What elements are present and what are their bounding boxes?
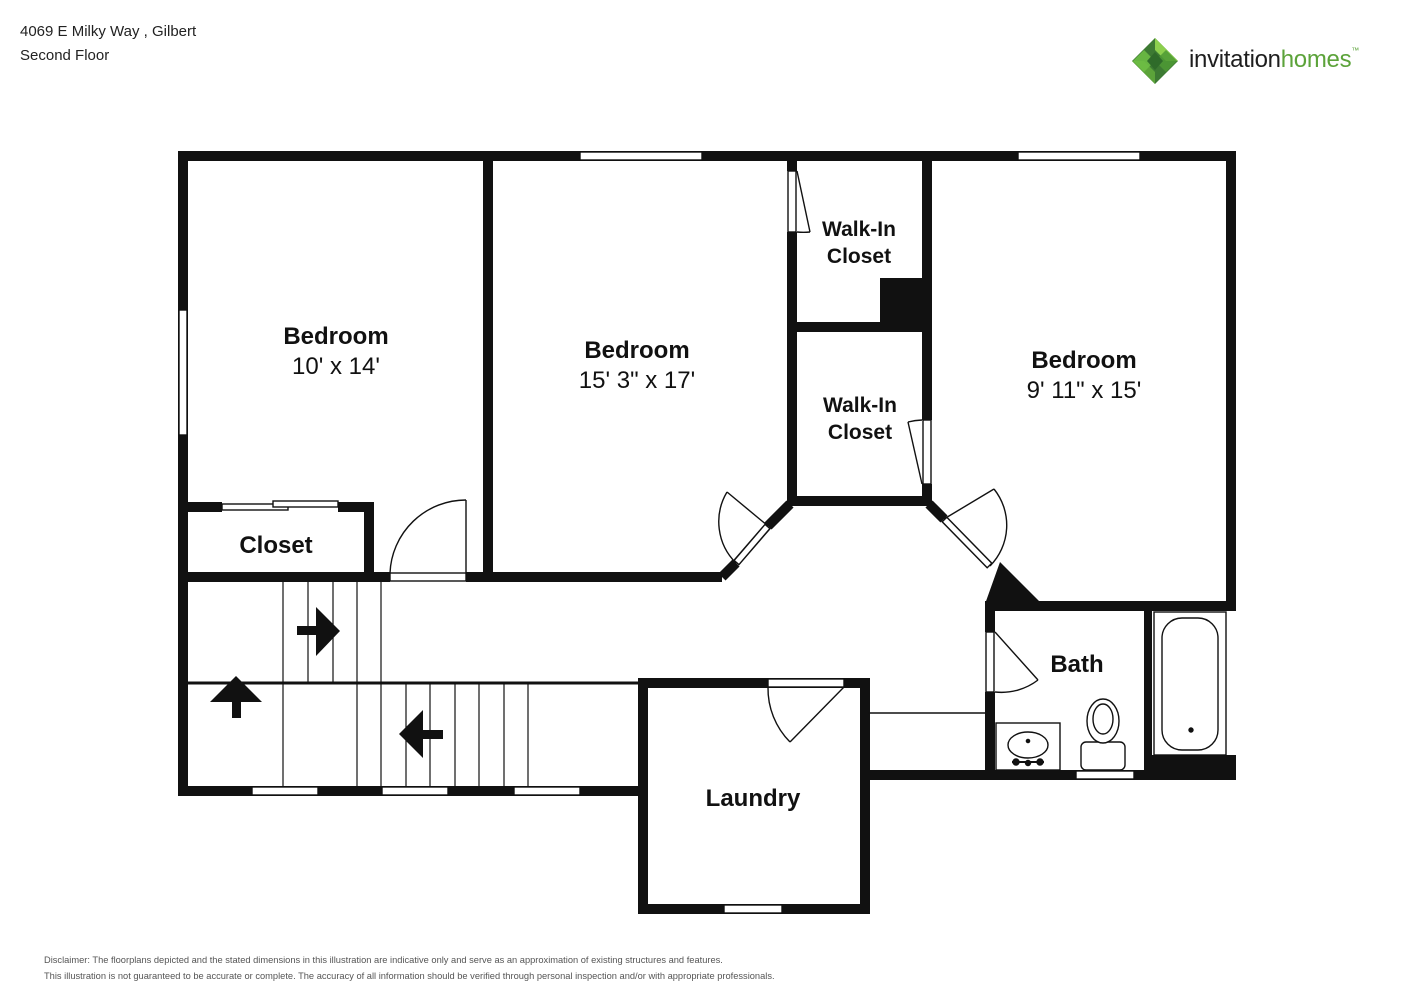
brand-wordmark: invitationhomes™ [1189, 46, 1359, 74]
brand-trademark: ™ [1351, 46, 1359, 55]
brand-diamond-icon [1132, 38, 1178, 84]
bathtub [1153, 611, 1227, 756]
doors [389, 170, 1039, 743]
interior-walls [188, 161, 1236, 780]
brand-logo: invitationhomes™ [1128, 36, 1390, 90]
stairs [188, 582, 638, 786]
arrow-left-icon [399, 710, 443, 758]
bedroom2-dims: 15' 3" x 17' [579, 367, 695, 394]
laundry-name: Laundry [706, 785, 801, 812]
property-address: 4069 E Milky Way , Gilbert [20, 23, 197, 40]
walkin2-line2: Closet [828, 421, 892, 444]
arrow-up-icon [210, 676, 262, 718]
brand-name-part2: homes [1280, 46, 1352, 73]
walkin1-line2: Closet [827, 245, 891, 268]
disclaimer-line2: This illustration is not guaranteed to b… [44, 971, 775, 981]
stair-arrows [210, 607, 443, 758]
vanity-sink [995, 722, 1061, 771]
windows [178, 151, 1141, 914]
bath-name: Bath [1050, 651, 1103, 678]
arrow-right-icon [297, 607, 340, 656]
bedroom3-dims: 9' 11" x 15' [1027, 377, 1142, 404]
walkin2-line1: Walk-In [823, 394, 897, 417]
bedroom3-name: Bedroom [1031, 347, 1136, 374]
floor-label: Second Floor [20, 47, 110, 64]
diagonal-walls [718, 500, 948, 581]
closet-sliding-doors [221, 500, 339, 511]
closet-name: Closet [239, 532, 312, 559]
bedroom2-name: Bedroom [584, 337, 689, 364]
brand-name-part1: invitation [1189, 46, 1281, 73]
toilet [1080, 698, 1126, 771]
bedroom1-name: Bedroom [283, 323, 388, 350]
walkin1-line1: Walk-In [822, 218, 896, 241]
disclaimer-line1: Disclaimer: The floorplans depicted and … [44, 955, 723, 965]
bedroom1-dims: 10' x 14' [292, 353, 380, 380]
room-labels: Bedroom 10' x 14' Bedroom 15' 3" x 17' B… [239, 218, 1141, 812]
